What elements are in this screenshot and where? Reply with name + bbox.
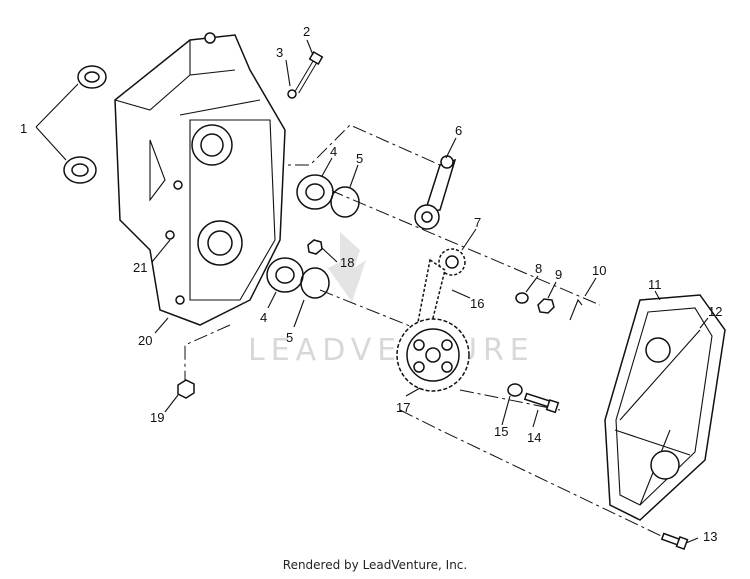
driven-sprocket	[396, 318, 470, 392]
callout-16: 16	[470, 296, 484, 311]
callout-21: 21	[133, 260, 147, 275]
o-ring-upper	[330, 186, 360, 218]
callout-4b: 4	[260, 310, 267, 325]
chaincase-cover	[604, 294, 726, 521]
callout-8: 8	[535, 261, 542, 276]
callout-12: 12	[708, 304, 722, 319]
bearing-lower	[266, 257, 304, 293]
callout-13: 13	[703, 529, 717, 544]
seal-lower	[63, 156, 97, 184]
bolt-top	[294, 51, 324, 94]
callout-labels: 1 2 3 4 5 6 7 8 9 10 11 12 13 14 15 16 1…	[20, 24, 722, 544]
callout-3: 3	[276, 45, 283, 60]
callout-20: 20	[138, 333, 152, 348]
callout-14: 14	[527, 430, 541, 445]
chaincase-housing	[114, 32, 286, 326]
cotter-pin-10	[569, 298, 583, 321]
callout-11: 11	[648, 277, 662, 292]
chain-tensioner	[414, 155, 457, 230]
leader-lines	[35, 39, 709, 544]
watermark: LEADVENTURE	[248, 232, 535, 368]
callout-9: 9	[555, 267, 562, 282]
callout-19: 19	[150, 410, 164, 425]
washer-15	[507, 383, 523, 397]
callout-17: 17	[396, 400, 410, 415]
bolt-14	[523, 392, 560, 414]
bolt-13	[660, 532, 689, 551]
callout-1: 1	[20, 121, 27, 136]
drive-chain	[417, 258, 446, 332]
callout-15: 15	[494, 424, 508, 439]
callout-6: 6	[455, 123, 462, 138]
o-ring-lower	[300, 267, 330, 299]
seal-upper	[77, 65, 107, 89]
callout-5: 5	[356, 151, 363, 166]
washer-8	[515, 292, 529, 304]
footer-credit: Rendered by LeadVenture, Inc.	[282, 558, 468, 572]
callout-5b: 5	[286, 330, 293, 345]
nut-18	[307, 239, 323, 255]
bolt-19	[177, 379, 195, 399]
svg-text:LEADVENTURE: LEADVENTURE	[248, 333, 535, 368]
callout-4: 4	[330, 144, 337, 159]
callout-10: 10	[592, 263, 606, 278]
bearing-upper	[296, 174, 334, 210]
washer-top	[287, 89, 297, 99]
callout-7: 7	[474, 215, 481, 230]
nut-9	[537, 298, 555, 314]
callout-18: 18	[340, 255, 354, 270]
drive-sprocket	[438, 248, 466, 276]
callout-2: 2	[303, 24, 310, 39]
